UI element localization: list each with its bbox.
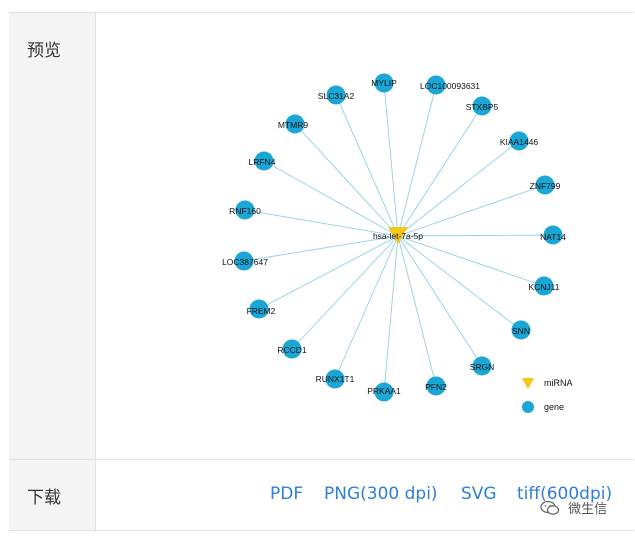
edge-znf799 bbox=[397, 184, 546, 237]
gene-label: PFN2 bbox=[425, 382, 447, 392]
gene-node-snn[interactable] bbox=[511, 320, 531, 340]
gene-node-srgn[interactable] bbox=[472, 356, 492, 376]
gene-node-loc100093631[interactable] bbox=[426, 75, 446, 95]
mirna-node[interactable] bbox=[388, 227, 408, 244]
download-svg-link[interactable]: SVG bbox=[461, 484, 497, 504]
network-graph: MYLIP LOC100093631STXBP5KIAA1446ZNF799NAT… bbox=[222, 73, 573, 413]
gene-node-loc387647[interactable] bbox=[234, 251, 254, 271]
watermark: 微生信 bbox=[540, 498, 607, 517]
edge-loc100093631 bbox=[397, 84, 437, 237]
gene-node-lrfn4[interactable] bbox=[254, 151, 274, 171]
legend: miRNA gene bbox=[522, 378, 573, 413]
edge-loc387647 bbox=[243, 235, 399, 262]
edge-kcnj11 bbox=[397, 235, 545, 287]
edge-rccd1 bbox=[291, 235, 399, 350]
download-links: PDF PNG(300 dpi) SVG tiff(600dpi) bbox=[96, 460, 634, 530]
gene-node-kiaa1446[interactable] bbox=[509, 131, 529, 151]
gene-node-mylip[interactable] bbox=[374, 73, 394, 93]
edge-rnf160 bbox=[244, 209, 399, 237]
edge-kiaa1446 bbox=[397, 140, 520, 237]
gene-label: FREM2 bbox=[247, 306, 276, 316]
gene-node-prkaa1[interactable] bbox=[374, 382, 394, 402]
gene-label: SNN bbox=[512, 326, 530, 336]
gene-node-znf799[interactable] bbox=[535, 175, 555, 195]
gene-node-runx1t1[interactable] bbox=[325, 369, 345, 389]
edge-slc31a2 bbox=[335, 94, 399, 237]
gene-label: MYLIP bbox=[371, 78, 397, 88]
gene-label: LRFN4 bbox=[249, 157, 276, 167]
gene-label: KIAA1446 bbox=[500, 137, 539, 147]
edge-nat14 bbox=[397, 234, 554, 237]
legend-gene-symbol bbox=[522, 401, 534, 413]
gene-node-frem2[interactable] bbox=[249, 299, 269, 319]
edge-mtmr9 bbox=[294, 123, 399, 237]
legend-label: gene bbox=[544, 402, 564, 412]
edge-pfn2 bbox=[397, 235, 437, 387]
gene-label: RUNX1T1 bbox=[316, 374, 355, 384]
wechat-icon bbox=[540, 500, 560, 515]
gene-label: SRGN bbox=[470, 362, 495, 372]
edge-prkaa1 bbox=[383, 235, 399, 393]
edge-mylip bbox=[383, 82, 399, 237]
legend-mirna-symbol bbox=[522, 378, 534, 389]
gene-label: LOC100093631 bbox=[420, 81, 480, 91]
gene-label: KCNJ11 bbox=[528, 282, 559, 292]
gene-label: LOC387647 bbox=[222, 257, 268, 267]
gene-label: MTMR9 bbox=[278, 120, 308, 130]
watermark-text: 微生信 bbox=[568, 502, 608, 517]
download-tiff-link[interactable]: tiff(600dpi) bbox=[517, 484, 613, 504]
gene-node-rccd1[interactable] bbox=[282, 339, 302, 359]
gene-label: SLC31A2 bbox=[318, 91, 355, 101]
gene-label: RCCD1 bbox=[277, 345, 307, 355]
mirna-label: hsa-let-7a-5p bbox=[373, 231, 423, 241]
label-column bbox=[9, 13, 96, 530]
download-label: 下载 bbox=[27, 488, 61, 508]
legend-label: miRNA bbox=[544, 378, 573, 388]
download-png-link[interactable]: PNG(300 dpi) bbox=[324, 484, 438, 504]
edge-runx1t1 bbox=[334, 235, 399, 380]
download-pdf-link[interactable]: PDF bbox=[270, 484, 304, 504]
edge-frem2 bbox=[258, 235, 399, 310]
row-divider bbox=[9, 459, 634, 460]
gene-node-pfn2[interactable] bbox=[426, 376, 446, 396]
gene-label: STXBP5 bbox=[466, 102, 499, 112]
edge-stxbp5 bbox=[397, 105, 483, 237]
gene-label: NAT14 bbox=[540, 232, 566, 242]
gene-label: RNF160 bbox=[229, 206, 261, 216]
gene-node-mtmr9[interactable] bbox=[285, 114, 305, 134]
gene-node-stxbp5[interactable] bbox=[472, 96, 492, 116]
edge-srgn bbox=[397, 235, 483, 367]
gene-label: PRKAA1 bbox=[367, 386, 401, 396]
gene-node-kcnj11[interactable] bbox=[534, 276, 554, 296]
gene-node-nat14[interactable] bbox=[543, 225, 563, 245]
preview-label: 预览 bbox=[27, 41, 61, 61]
edge-snn bbox=[397, 235, 522, 331]
gene-label: ZNF799 bbox=[530, 181, 561, 191]
gene-node-slc31a2[interactable] bbox=[326, 85, 346, 105]
edge-lrfn4 bbox=[263, 160, 399, 237]
gene-node-rnf160[interactable] bbox=[235, 200, 255, 220]
